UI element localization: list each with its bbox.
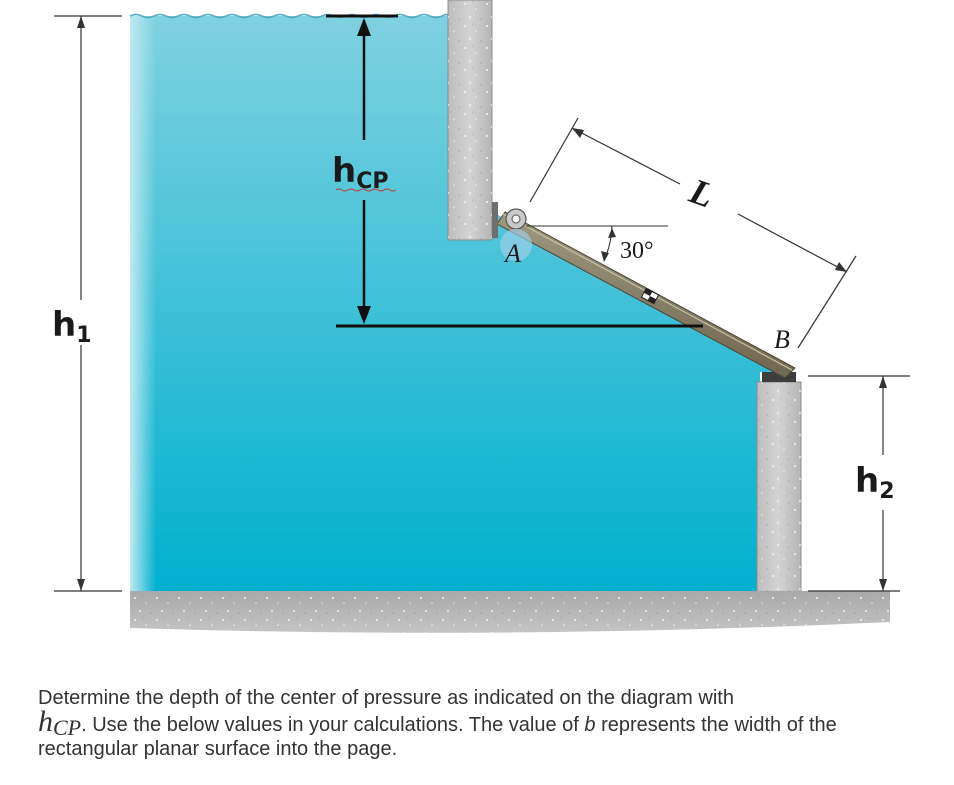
upper-wall bbox=[447, 0, 493, 241]
problem-text-part2: . Use the below values in your calculati… bbox=[81, 714, 579, 736]
label-point-b: B bbox=[774, 325, 790, 354]
label-length-l: L bbox=[684, 170, 719, 215]
dimension-l bbox=[529, 117, 857, 349]
angle-30-annotation bbox=[526, 225, 668, 262]
floor bbox=[130, 591, 890, 633]
label-angle: 30° bbox=[620, 238, 654, 264]
label-hcp: hCP bbox=[332, 151, 389, 194]
problem-text-part1: Determine the depth of the center of pre… bbox=[38, 687, 734, 709]
hinge-a bbox=[492, 202, 532, 261]
problem-statement: Determine the depth of the center of pre… bbox=[38, 686, 938, 761]
label-h2: h2 bbox=[855, 461, 895, 504]
gate-seat bbox=[762, 372, 796, 382]
dimension-h1 bbox=[54, 15, 122, 592]
fluid-gate-diagram: h1 h2 hCP A B L 30° bbox=[52, 0, 910, 633]
water-region bbox=[130, 16, 785, 591]
water-left-highlight bbox=[130, 16, 156, 591]
dimension-h2 bbox=[808, 375, 910, 592]
label-h1: h1 bbox=[52, 305, 92, 348]
dimension-hcp bbox=[326, 14, 703, 328]
variable-b: b bbox=[584, 714, 596, 736]
water-surface-line bbox=[129, 13, 449, 19]
math-variable-h: h bbox=[38, 705, 53, 738]
gate-centroid-marker bbox=[640, 287, 660, 305]
label-point-a: A bbox=[503, 239, 521, 268]
math-variable-subscript: CP bbox=[53, 715, 82, 740]
problem-text-part3: represents the width of the rectangular … bbox=[38, 714, 837, 760]
hcp-underline-squiggle bbox=[335, 188, 397, 192]
lower-pier bbox=[756, 372, 802, 593]
